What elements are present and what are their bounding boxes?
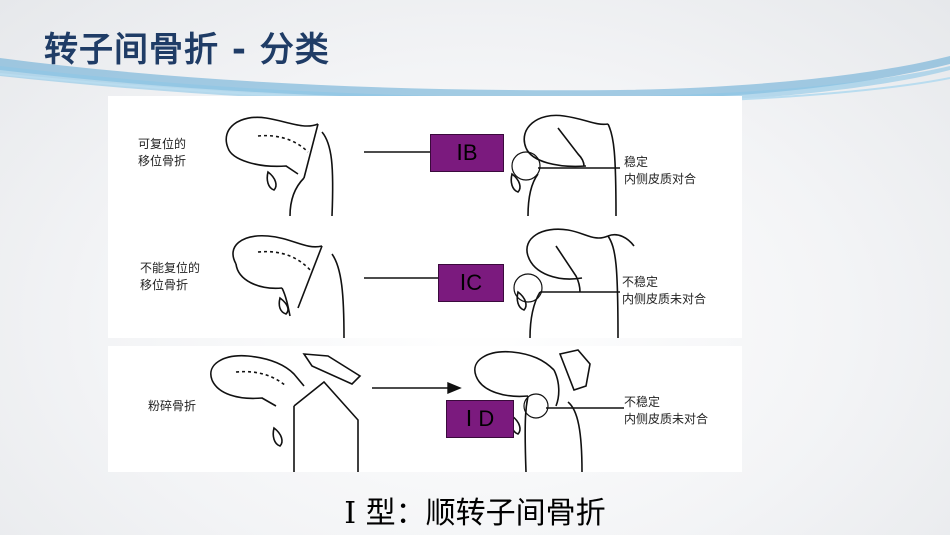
row1-left-label-line1: 可复位的: [138, 136, 186, 153]
row1-left-label: 可复位的 移位骨折: [138, 136, 186, 170]
figure-panel-bottom: 粉碎骨折 Ⅰ D 不稳定 内侧皮质未对合: [108, 346, 742, 472]
femur-row2-left: [233, 236, 344, 338]
femur-row3-left: [211, 354, 360, 472]
row2-right-label-line1: 不稳定: [622, 274, 706, 291]
type-box-ib: ⅠB: [430, 134, 504, 172]
slide-caption: Ⅰ 型：顺转子间骨折: [0, 488, 950, 532]
row2-right-label-line2: 内侧皮质未对合: [622, 291, 706, 308]
row3-left-label: 粉碎骨折: [148, 398, 196, 415]
row3-right-label: 不稳定 内侧皮质未对合: [624, 394, 708, 428]
femur-row2-right: [514, 229, 634, 338]
type-box-ic: ⅠC: [438, 264, 504, 302]
row1-left-label-line2: 移位骨折: [138, 153, 186, 170]
femur-row1-right: [511, 115, 616, 216]
femur-row1-left: [226, 117, 332, 216]
row1-right-label-line2: 内侧皮质对合: [624, 171, 696, 188]
type-box-id: Ⅰ D: [446, 400, 514, 438]
figure-panel-top: 可复位的 移位骨折 ⅠB 稳定 内侧皮质对合 不能复位的 移位骨折 ⅠC 不稳定…: [108, 96, 742, 338]
row2-left-label-line1: 不能复位的: [140, 260, 200, 277]
row2-left-label-line2: 移位骨折: [140, 277, 200, 294]
page-title: 转子间骨折 - 分类: [44, 22, 330, 71]
row3-right-label-line2: 内侧皮质未对合: [624, 411, 708, 428]
row3-right-label-line1: 不稳定: [624, 394, 708, 411]
row1-right-label: 稳定 内侧皮质对合: [624, 154, 696, 188]
row2-left-label: 不能复位的 移位骨折: [140, 260, 200, 294]
row1-right-label-line1: 稳定: [624, 154, 696, 171]
row2-right-label: 不稳定 内侧皮质未对合: [622, 274, 706, 308]
row3-left-label-line1: 粉碎骨折: [148, 398, 196, 415]
